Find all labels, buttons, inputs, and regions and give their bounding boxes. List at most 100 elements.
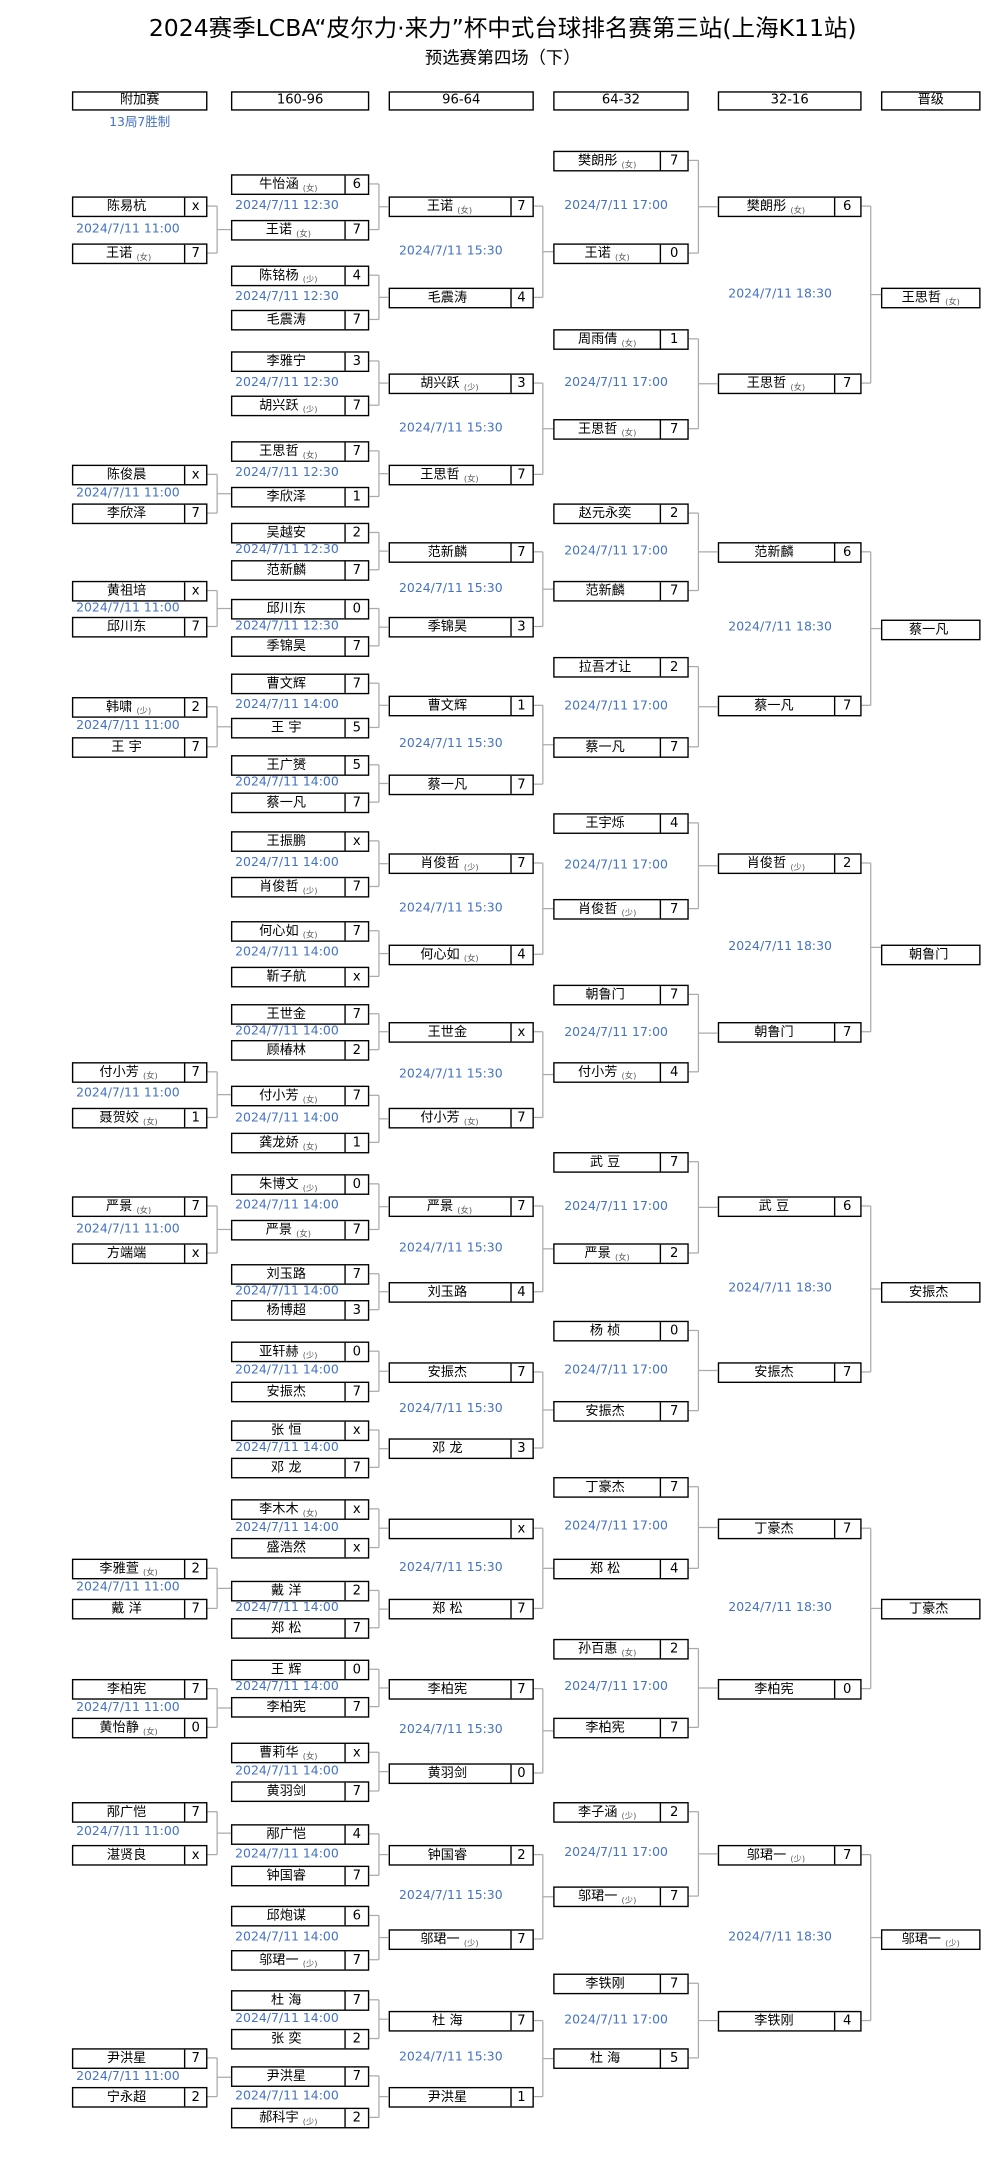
match-slot-r64[interactable]: 邬珺一(少)7 bbox=[553, 1885, 689, 1907]
match-slot-r32[interactable]: 邬珺一(少)7 bbox=[717, 1844, 862, 1865]
match-slot-r64[interactable]: 周雨倩(女)1 bbox=[553, 328, 689, 350]
match-slot-r160[interactable]: 邬珺一(少)7 bbox=[230, 1949, 370, 1971]
qualified-player[interactable]: 王思哲(女) bbox=[880, 286, 981, 308]
match-slot-r96[interactable]: 王思哲(女)7 bbox=[387, 463, 534, 485]
match-slot-r160[interactable]: 王思哲(女)7 bbox=[230, 440, 370, 462]
match-slot-r160[interactable]: 龚龙娇(女)1 bbox=[230, 1131, 370, 1153]
qualified-player[interactable]: 丁豪杰 bbox=[880, 1598, 981, 1619]
match-slot-r64[interactable]: 李子涵(少)2 bbox=[553, 1801, 689, 1823]
match-slot-r160[interactable]: 亚轩赫(少)0 bbox=[230, 1340, 370, 1362]
match-slot-r160[interactable]: 胡兴跃(少)7 bbox=[230, 394, 370, 416]
match-slot-extra[interactable]: 李雅萱(女)2 bbox=[71, 1557, 208, 1579]
match-slot-r96[interactable]: 付小芳(女)7 bbox=[387, 1107, 534, 1128]
match-slot-r64[interactable]: 王诺(女)0 bbox=[553, 242, 689, 264]
match-slot-r160[interactable]: 陈铭杨(少)4 bbox=[230, 264, 370, 286]
match-slot-r160[interactable]: 肖俊哲(少)7 bbox=[230, 876, 370, 897]
match-slot-r64[interactable]: 严景(女)2 bbox=[553, 1242, 689, 1264]
match-slot-r160[interactable]: 郝科宇(少)2 bbox=[230, 2107, 370, 2128]
qualified-player[interactable]: 安振杰 bbox=[880, 1281, 981, 1303]
match-slot-r96[interactable]: 胡兴跃(少)3 bbox=[387, 372, 534, 394]
match-slot-r160[interactable]: 付小芳(女)7 bbox=[230, 1084, 370, 1106]
match-slot-r64[interactable]: 孙百惠(女)2 bbox=[553, 1638, 689, 1659]
qualified-player[interactable]: 朝鲁门 bbox=[880, 943, 981, 965]
match-slot-r160[interactable]: 何心如(女)7 bbox=[230, 920, 370, 942]
match-slot-r64[interactable]: 王思哲(女)7 bbox=[553, 418, 689, 440]
match-slot-r96[interactable]: 肖俊哲(少)7 bbox=[387, 852, 534, 874]
match-slot-extra[interactable]: 王诺(女)7 bbox=[71, 242, 208, 264]
match-slot-r96[interactable]: x bbox=[387, 1517, 534, 1539]
match-slot-r160[interactable]: 牛怡涵(女)6 bbox=[230, 173, 370, 195]
match-slot-r64[interactable]: 樊朗彤(女)7 bbox=[553, 150, 689, 171]
match-slot-r160[interactable]: 曹莉华(女)x bbox=[230, 1741, 370, 1763]
match-slot-extra[interactable]: 聂贺姣(女)1 bbox=[71, 1107, 208, 1128]
match-slot-r160[interactable]: 严景(女)7 bbox=[230, 1219, 370, 1240]
match-slot-extra[interactable]: 韩啸(少)2 bbox=[71, 696, 208, 718]
match-slot-r160[interactable]: 朱博文(少)0 bbox=[230, 1173, 370, 1195]
qualified-player[interactable]: 蔡一凡 bbox=[880, 618, 981, 640]
match-slot-r160[interactable]: 王诺(女)7 bbox=[230, 219, 370, 240]
qualified-player[interactable]: 邬珺一(少) bbox=[880, 1928, 981, 1950]
